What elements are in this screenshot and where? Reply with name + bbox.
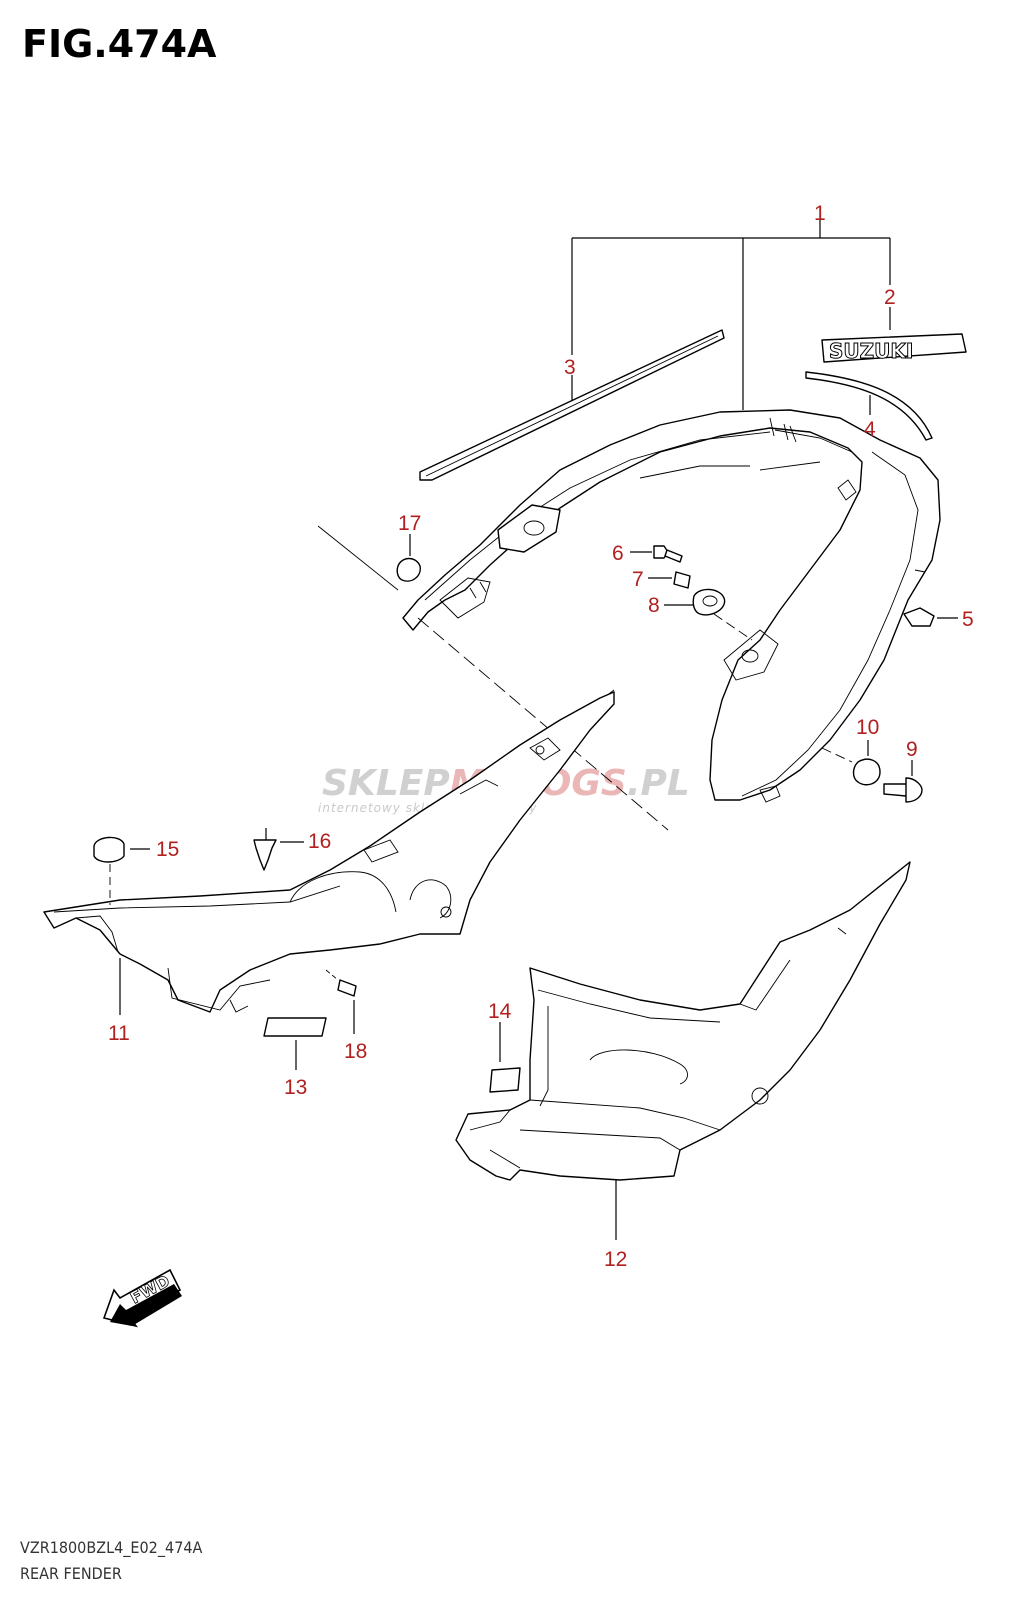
- fender-lower-part-12: [455, 861, 911, 1240]
- callout-17: 17: [398, 512, 421, 535]
- callout-6: 6: [612, 542, 624, 565]
- callout-14: 14: [488, 1000, 512, 1023]
- trim-strip-part-4: [805, 371, 933, 441]
- grommet-part-10: [821, 740, 881, 786]
- callout-2: 2: [884, 286, 896, 309]
- cap-part-15: [93, 836, 150, 905]
- screw-part-18: [325, 969, 357, 1034]
- fwd-arrow-icon: FWD: [102, 1268, 182, 1328]
- callout-16: 16: [308, 830, 331, 853]
- group-bracket: [571, 220, 891, 415]
- callout-13: 13: [284, 1076, 307, 1099]
- callout-11: 11: [108, 1022, 130, 1045]
- suzuki-emblem-part-2: SUZUKI: [821, 333, 967, 364]
- svg-text:SKLEPMOTOGS.PL: SKLEPMOTOGS.PL: [322, 763, 690, 804]
- callout-3: 3: [564, 356, 576, 379]
- pad-part-13: [119, 958, 327, 1070]
- section-name: REAR FENDER: [20, 1564, 122, 1583]
- stripe-decal-part-3: [419, 329, 725, 481]
- bolt-part-6: [630, 545, 683, 563]
- callout-18: 18: [344, 1040, 367, 1063]
- model-code: VZR1800BZL4_E02_474A: [20, 1538, 203, 1557]
- screw-part-9: [883, 760, 923, 803]
- clip-part-16: [253, 828, 304, 871]
- watermark-part1: SKLEP: [322, 763, 450, 804]
- watermark-part3: GS: [571, 763, 626, 804]
- callout-12: 12: [604, 1248, 627, 1271]
- emblem-text: SUZUKI: [829, 339, 913, 363]
- figure-title: FIG.474A: [22, 22, 217, 66]
- grommet-part-8: [664, 588, 753, 641]
- seat-cowl-part-1: [402, 409, 941, 803]
- callout-15: 15: [156, 838, 179, 861]
- collar-part-7: [648, 571, 691, 589]
- callout-10: 10: [856, 716, 879, 739]
- watermark-part4: .PL: [627, 763, 690, 804]
- callout-labels: 1 2 3 4 5 6 7 8 9 10 11 12 13 14 15 16 1…: [108, 202, 974, 1271]
- pad-part-14: [489, 1022, 521, 1093]
- callout-4: 4: [864, 418, 876, 441]
- callout-9: 9: [906, 738, 918, 761]
- callout-7: 7: [632, 568, 644, 591]
- rear-fender-part-11: [43, 691, 615, 1013]
- callout-8: 8: [648, 594, 660, 617]
- callout-5: 5: [962, 608, 974, 631]
- callout-1: 1: [814, 202, 826, 225]
- clip-nut-part-5: [903, 607, 958, 627]
